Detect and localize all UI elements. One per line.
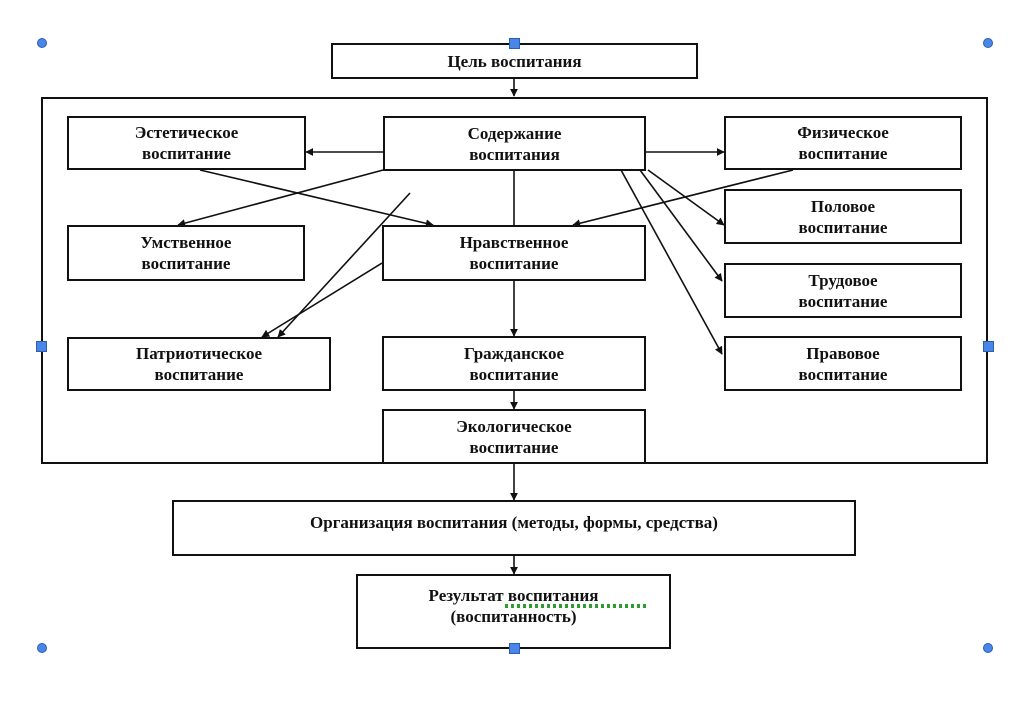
sexual-box: Половое воспитание <box>724 189 962 244</box>
goal-label: Цель воспитания <box>447 51 582 71</box>
moral-label: Нравственное воспитание <box>459 233 569 273</box>
goal-box: Цель воспитания <box>331 43 698 79</box>
content-box: Содержание воспитания <box>383 116 646 171</box>
organization-box: Организация воспитания (методы, формы, с… <box>172 500 856 556</box>
content-label: Содержание воспитания <box>467 123 562 164</box>
ecological-label: Экологическое воспитание <box>456 416 572 457</box>
mental-label: Умственное воспитание <box>140 233 232 273</box>
arrow-aesthetic-to-moral <box>199 169 434 228</box>
arrow-content-to-sexual <box>647 169 725 226</box>
patriotic-box: Патриотическое воспитание <box>67 337 331 391</box>
arrow-to-patriotic-2 <box>261 262 383 338</box>
result-label: Результат воспитания (воспитанность) <box>428 586 599 626</box>
civic-box: Гражданское воспитание <box>382 336 646 391</box>
resize-handle-bottom-right[interactable] <box>983 643 993 653</box>
resize-handle-right[interactable] <box>983 341 994 352</box>
aesthetic-label: Эстетическое воспитание <box>134 123 239 163</box>
mental-box: Умственное воспитание <box>67 225 305 281</box>
resize-handle-top[interactable] <box>509 38 520 49</box>
legal-box: Правовое воспитание <box>724 336 962 391</box>
arrow-physical-to-moral <box>572 169 794 228</box>
resize-handle-top-left[interactable] <box>37 38 47 48</box>
arrow-content-to-mental <box>177 169 384 227</box>
labor-label: Трудовое воспитание <box>798 270 888 311</box>
aesthetic-box: Эстетическое воспитание <box>67 116 306 170</box>
arrow-content-to-labor <box>639 169 723 282</box>
resize-handle-bottom-left[interactable] <box>37 643 47 653</box>
patriotic-label: Патриотическое воспитание <box>135 344 262 384</box>
resize-handle-top-right[interactable] <box>983 38 993 48</box>
ecological-box: Экологическое воспитание <box>382 409 646 464</box>
labor-box: Трудовое воспитание <box>724 263 962 318</box>
physical-box: Физическое воспитание <box>724 116 962 170</box>
organization-label: Организация воспитания (методы, формы, с… <box>310 513 718 532</box>
result-box: Результат воспитания (воспитанность) <box>356 574 671 649</box>
resize-handle-bottom[interactable] <box>509 643 520 654</box>
physical-label: Физическое воспитание <box>797 123 889 163</box>
arrow-content-to-legal <box>620 169 723 355</box>
civic-label: Гражданское воспитание <box>463 343 565 384</box>
spellcheck-underline <box>505 604 649 608</box>
sexual-label: Половое воспитание <box>798 196 888 237</box>
resize-handle-left[interactable] <box>36 341 47 352</box>
legal-label: Правовое воспитание <box>798 343 888 384</box>
moral-box: Нравственное воспитание <box>382 225 646 281</box>
